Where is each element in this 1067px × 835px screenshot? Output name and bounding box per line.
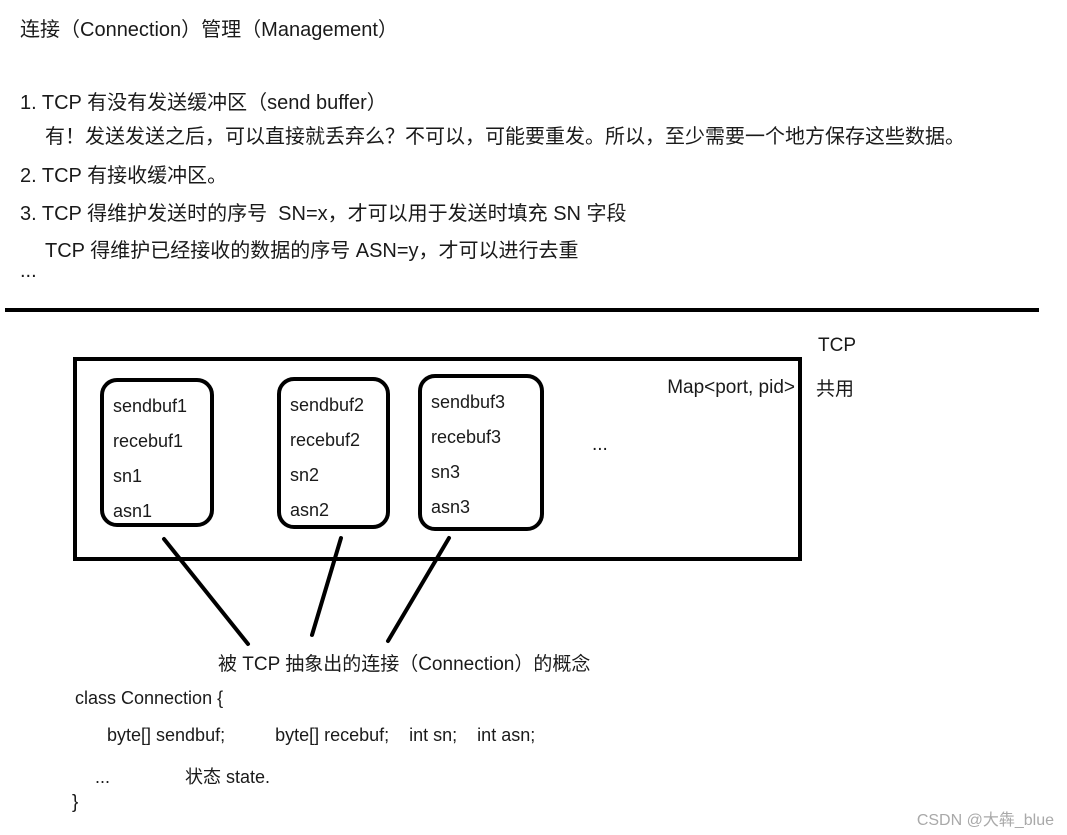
note-item-2: 2. TCP 有接收缓冲区。 — [20, 165, 228, 187]
connection-field: asn1 — [113, 501, 153, 521]
csdn-watermark: CSDN @大犇_blue — [916, 812, 1054, 829]
connection-field: sendbuf3 — [431, 392, 506, 412]
connection-box-2: sendbuf2 recebuf2 sn2 asn2 — [277, 377, 390, 529]
note-item-3-sub: TCP 得维护已经接收的数据的序号 ASN=y，才可以进行去重 — [45, 240, 579, 262]
tcp-label: TCP — [818, 335, 856, 356]
code-line-class-open: class Connection { — [75, 688, 224, 708]
more-connections-ellipsis: ... — [592, 434, 608, 455]
note-item-3: 3. TCP 得维护发送时的序号 SN=x，才可以用于发送时填充 SN 字段 — [20, 203, 627, 225]
section-divider — [5, 308, 1039, 312]
page-title: 连接（Connection）管理（Management） — [20, 19, 398, 41]
connection-field: asn2 — [290, 500, 330, 520]
diagram-caption: 被 TCP 抽象出的连接（Connection）的概念 — [218, 654, 591, 675]
connection-box-3: sendbuf3 recebuf3 sn3 asn3 — [418, 374, 544, 531]
connection-field: sn1 — [113, 466, 143, 486]
connection-field: sendbuf1 — [113, 396, 188, 416]
code-line-class-close: } — [72, 792, 79, 813]
connection-field: asn3 — [431, 497, 471, 517]
connection-field: sn3 — [431, 462, 461, 482]
connection-field: sn2 — [290, 465, 320, 485]
tcp-shared-label: 共用 — [816, 379, 855, 400]
code-line-fields: byte[] sendbuf; byte[] recebuf; int sn; … — [107, 725, 536, 745]
connection-field: sendbuf2 — [290, 395, 365, 415]
notes-ellipsis: ... — [20, 260, 37, 282]
port-pid-map-label: Map<port, pid> — [667, 377, 795, 398]
connection-box-1: sendbuf1 recebuf1 sn1 asn1 — [100, 378, 214, 527]
note-item-1: 1. TCP 有没有发送缓冲区（send buffer） — [20, 92, 387, 114]
code-line-state: ... 状态 state. — [95, 767, 271, 787]
connection-field: recebuf2 — [290, 430, 361, 450]
connection-field: recebuf3 — [431, 427, 502, 447]
note-item-1-sub: 有！发送发送之后，可以直接就丢弃么？不可以，可能要重发。所以，至少需要一个地方保… — [45, 126, 965, 148]
connection-field: recebuf1 — [113, 431, 184, 451]
